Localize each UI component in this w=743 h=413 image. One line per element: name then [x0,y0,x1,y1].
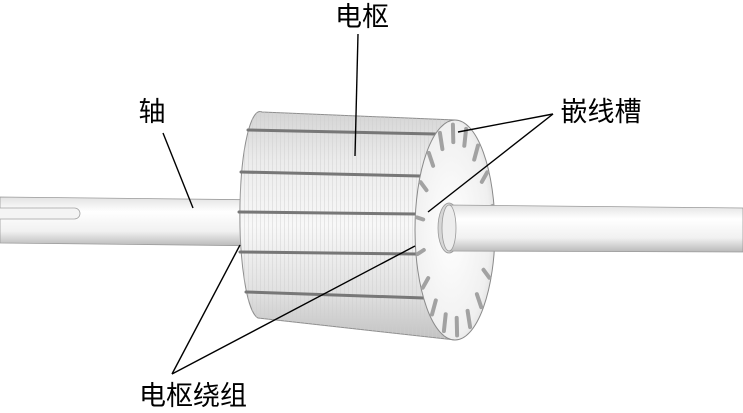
end-face-slot-notch [472,143,480,162]
shaft-keyway [0,207,81,220]
surface-slot-line [246,128,438,136]
label-shaft: 轴 [139,97,166,128]
end-face-slot-notch [418,180,429,193]
surface-slot-line [237,210,418,216]
shaft-right-body [448,204,743,253]
end-face-slot-notch [441,312,448,334]
surface-slot-lines [237,128,438,300]
surface-slot-line [239,170,422,178]
end-face-slot-notch [479,170,490,184]
shaft-left [0,196,273,247]
end-face-slot-notch [415,248,426,256]
end-face-slot-notch [420,276,431,290]
end-face-slot-notch [462,126,469,148]
label-winding: 电枢绕组 [139,381,247,412]
leader-winding-left [171,244,241,375]
leader-armature [354,33,359,157]
end-face-slot-notch [414,215,426,222]
end-face-slot-notch [474,292,484,310]
end-face-slot-notch [426,150,436,168]
surface-slot-line [244,290,426,300]
shaft-right-end [441,204,457,252]
leader-slots-side [427,113,554,213]
label-armature: 电枢 [335,2,389,33]
end-face-slot-notch [430,298,438,317]
leader-winding-right [171,245,416,375]
shaft-right [441,204,743,253]
end-face-slot-notch [481,267,492,280]
leader-slots-top [457,113,554,133]
leader-lines [162,33,554,375]
end-face-slot-notch [465,308,473,330]
leader-shaft [162,132,194,209]
end-face-slot-notch [437,130,445,152]
shaft-left-body [0,196,273,247]
surface-slot-line [238,250,418,256]
label-slots: 嵌线槽 [561,97,642,128]
